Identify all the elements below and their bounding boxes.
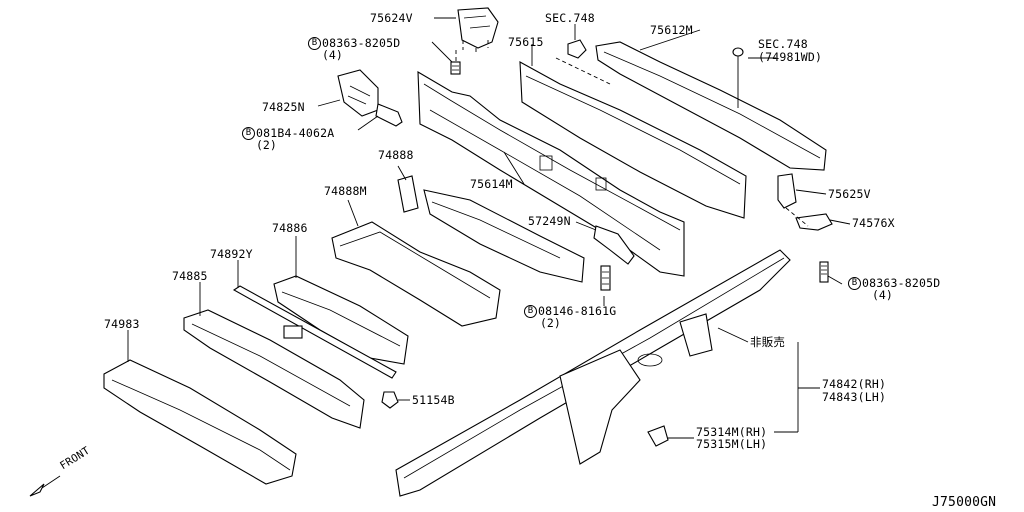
bolt-08363-right-code: 08363-8205D [862, 276, 941, 290]
bolt-08363-top-code: 08363-8205D [322, 36, 401, 50]
label-74843: 74843(LH) [822, 390, 887, 404]
label-74892Y: 74892Y [210, 247, 253, 261]
part-75625V-shape [777, 173, 797, 209]
part-51154B-shape [381, 391, 399, 409]
sec748-cap-shape [732, 47, 744, 57]
leader-lines [127, 17, 851, 439]
part-74983-shape [103, 359, 297, 485]
diagram-code: J75000GN [932, 495, 997, 510]
bolt-08146-shape [600, 265, 611, 291]
bolt-b-icon: B [308, 37, 321, 50]
label-74825N: 74825N [262, 100, 305, 114]
label-75625V: 75625V [828, 187, 871, 201]
part-74885-shape [183, 309, 365, 429]
part-75624V-shape [457, 7, 499, 49]
label-74888M: 74888M [324, 184, 367, 198]
label-sec748-b-sub: (74981WD) [758, 50, 823, 64]
label-74886: 74886 [272, 221, 308, 235]
part-75615-shape [519, 61, 747, 219]
part-74825N-shape [337, 69, 379, 117]
bolt-08146-code: 08146-8161G [538, 304, 617, 318]
label-74983: 74983 [104, 317, 140, 331]
bolt-b-icon: B [848, 277, 861, 290]
part-75314M-shape [647, 425, 669, 447]
label-74885: 74885 [172, 269, 208, 283]
label-74888: 74888 [378, 148, 414, 162]
bolt-081B4-shape [375, 103, 403, 127]
label-bolt-08146-qty: (2) [540, 316, 561, 330]
label-75614M: 75614M [470, 177, 513, 191]
label-74842: 74842(RH) [822, 377, 887, 391]
label-75315M: 75315M(LH) [696, 437, 768, 451]
label-74576X: 74576X [852, 216, 895, 230]
part-75612M-shape [595, 41, 827, 171]
label-bolt-08363-top-qty: (4) [322, 48, 343, 62]
part-74576X-shape [795, 213, 833, 231]
bolt-08363-right-shape [819, 261, 829, 283]
bolt-081B4-code: 081B4-4062A [256, 126, 335, 140]
label-75615: 75615 [508, 35, 544, 49]
label-sec748-b: SEC.748 [758, 37, 808, 51]
part-74888M-shape [331, 189, 585, 327]
label-75612M: 75612M [650, 23, 693, 37]
bolt-08363-top-shape [450, 61, 461, 75]
part-57249N-shape [593, 225, 635, 265]
part-74888-shape [397, 175, 419, 213]
label-51154B: 51154B [412, 393, 455, 407]
part-75614M-shape [417, 71, 685, 277]
label-bolt-081B4-qty: (2) [256, 138, 277, 152]
bolt-b-icon: B [242, 127, 255, 140]
label-bolt-08363-right-qty: (4) [872, 288, 893, 302]
part-74886-shape [273, 275, 409, 365]
bolt-b-icon: B [524, 305, 537, 318]
front-arrow-icon [29, 475, 61, 497]
label-57249N: 57249N [528, 214, 571, 228]
sec748-clip-shape [567, 39, 587, 59]
label-not-for-sale: 非販売 [750, 335, 786, 349]
label-75314M: 75314M(RH) [696, 425, 768, 439]
part-74842-shape [395, 249, 791, 497]
label-75624V: 75624V [370, 11, 413, 25]
label-sec748-a: SEC.748 [545, 11, 595, 25]
